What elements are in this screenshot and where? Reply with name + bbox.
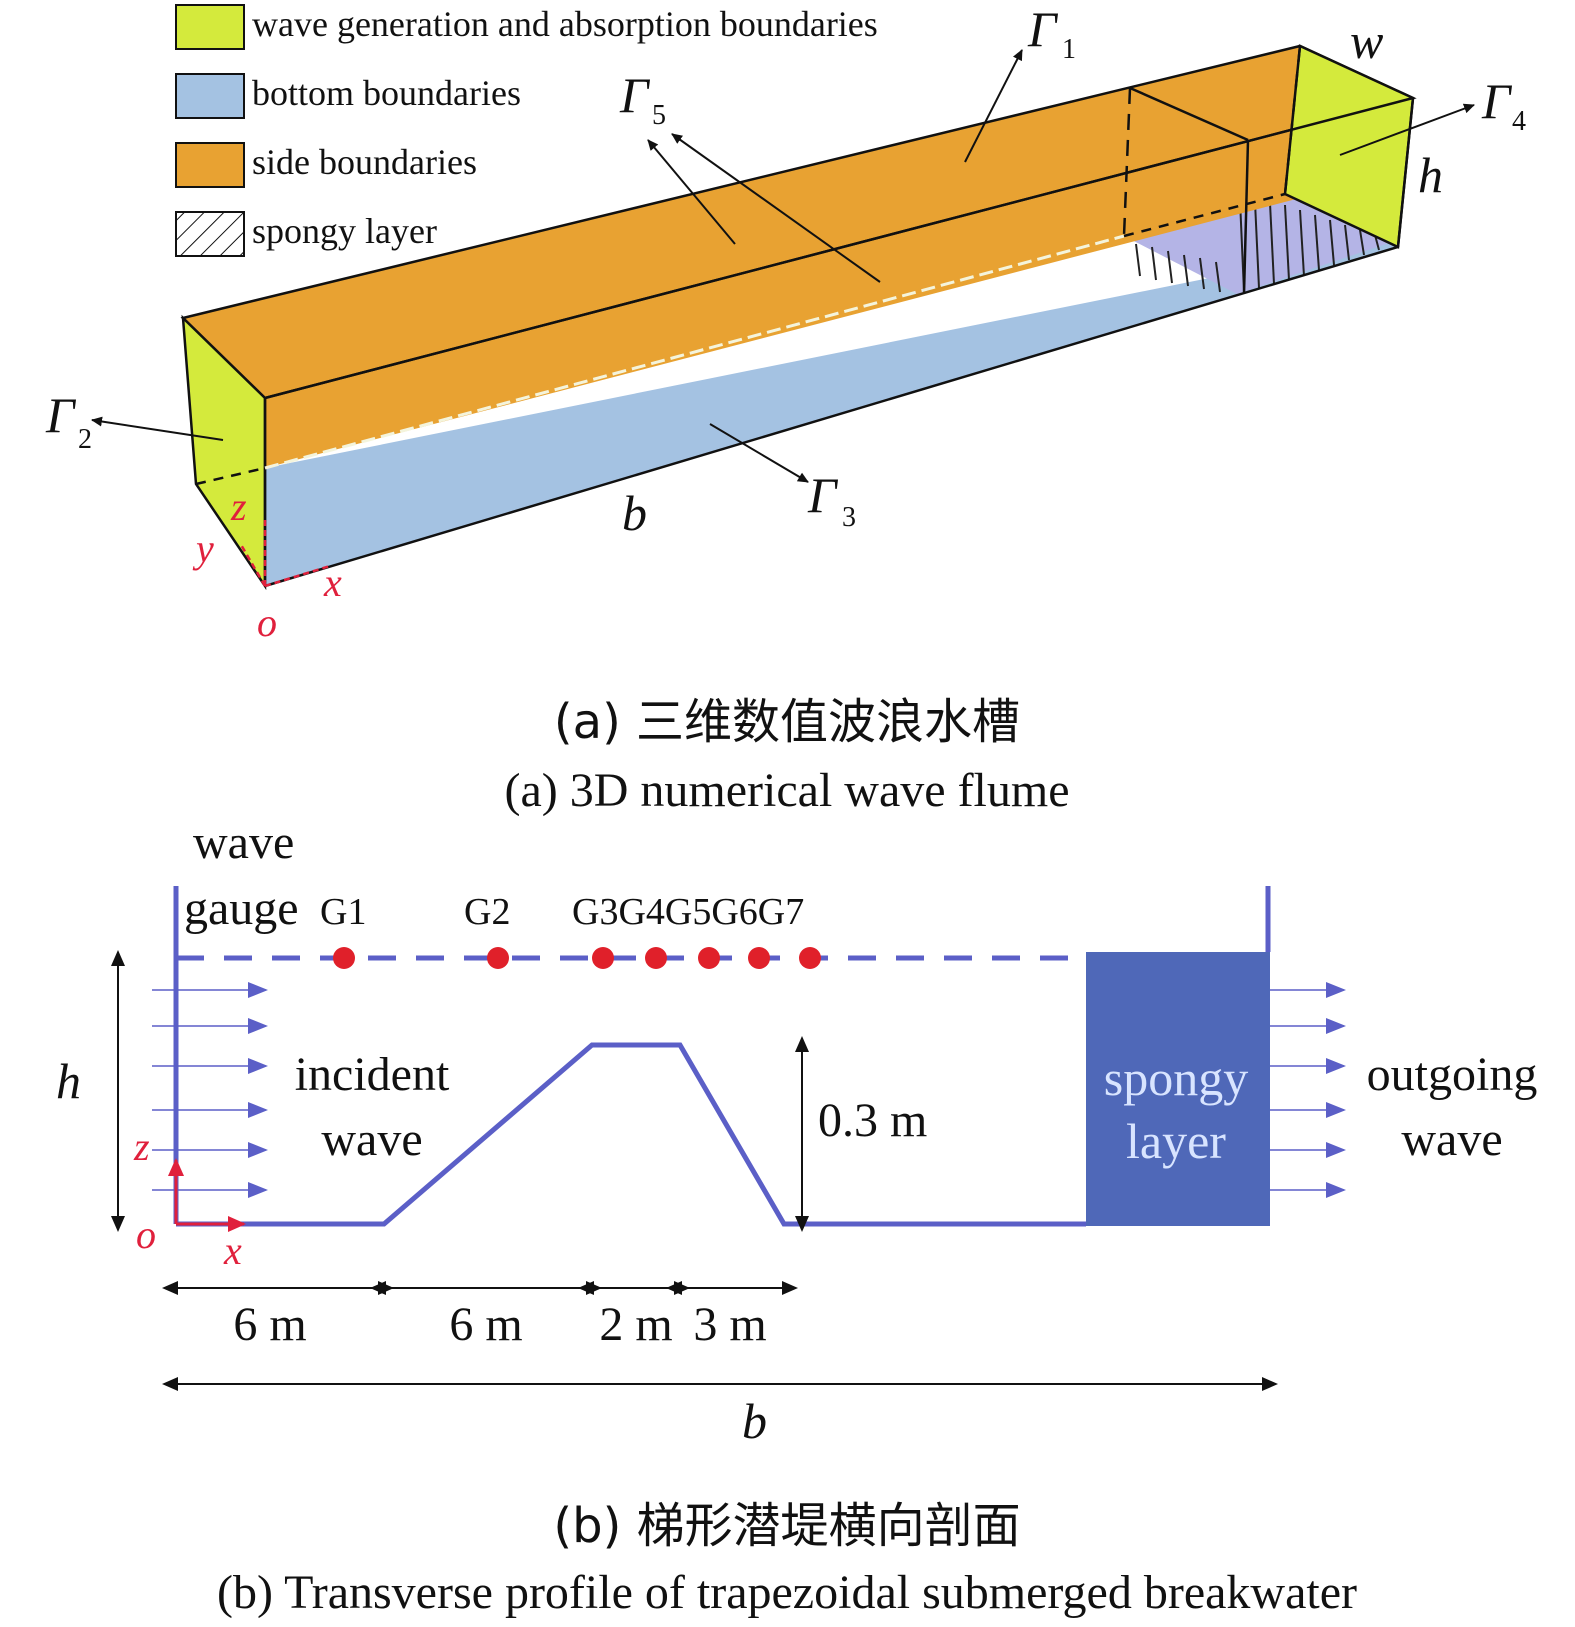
wave-gauge-label-2: gauge [184, 882, 299, 935]
sponge-block [1086, 952, 1270, 1226]
bottom-face [265, 240, 1398, 586]
svg-text:3: 3 [842, 502, 856, 533]
axis-o-2d: o [136, 1212, 156, 1257]
axis-y-3d: y [192, 526, 214, 571]
gauge-g5 [698, 947, 720, 969]
legend-swatch-wave [175, 4, 245, 50]
gamma-3-label: Γ 3 [807, 467, 856, 533]
dim-w: w [1350, 13, 1383, 69]
dim-h-2d: h [56, 1053, 81, 1109]
outgoing-label-1: outgoing [1367, 1048, 1538, 1101]
dim-seg-1: 6 m [233, 1298, 306, 1351]
sponge-label-1: spongy [1104, 1050, 1248, 1106]
caption-b-cn: (b) 梯形潜堤横向剖面 [553, 1498, 1020, 1554]
axis-x-2d: x [223, 1228, 242, 1273]
gamma-1-label: Γ 1 [1027, 1, 1076, 65]
svg-text:Γ: Γ [45, 387, 77, 443]
axis-z-3d: z [230, 484, 247, 529]
svg-text:5: 5 [652, 100, 666, 131]
gamma-leaders [91, 49, 1475, 483]
svg-text:Γ: Γ [1027, 1, 1059, 57]
legend-swatch-bottom [175, 73, 245, 119]
gamma-4-label: Γ 4 [1481, 73, 1526, 137]
flume-edges [195, 45, 1415, 588]
legend-label-bottom: bottom boundaries [252, 73, 521, 113]
gauge-label-g1: G1 [320, 891, 366, 933]
wave-gauge-label-1: wave [193, 816, 294, 869]
svg-text:1: 1 [1062, 34, 1076, 65]
svg-text:2: 2 [78, 424, 92, 455]
caption-b-en: (b) Transverse profile of trapezoidal su… [217, 1566, 1357, 1619]
gamma-5-label: Γ 5 [619, 67, 666, 131]
panel-b-profile: spongy layer wave gauge G1 G2 G3G4G5G6G7 [56, 816, 1537, 1449]
dim-seg-3: 2 m [599, 1298, 672, 1351]
gauge-g3 [592, 947, 614, 969]
gauge-g2 [487, 947, 509, 969]
gauge-g4 [645, 947, 667, 969]
dim-height-label: 0.3 m [818, 1094, 927, 1147]
svg-text:Γ: Γ [1481, 73, 1513, 129]
svg-text:Γ: Γ [807, 467, 839, 523]
caption-a-cn: (a) 三维数值波浪水槽 [554, 694, 1020, 750]
dim-seg-4: 3 m [693, 1298, 766, 1351]
gamma-2-label: Γ 2 [45, 387, 92, 455]
incident-arrows [152, 982, 268, 1198]
sponge-label-2: layer [1126, 1113, 1226, 1169]
wave-gauges [333, 947, 821, 969]
gauge-g1 [333, 947, 355, 969]
dim-h-3d: h [1418, 147, 1443, 203]
axis-x-3d: x [323, 560, 342, 605]
axes-3d [238, 520, 331, 588]
svg-text:4: 4 [1512, 106, 1526, 137]
caption-a-en: (a) 3D numerical wave flume [504, 764, 1069, 817]
legend-label-side: side boundaries [252, 142, 477, 182]
gauge-g6 [748, 947, 770, 969]
panel-a-flume: z y x o w h b Γ 1 Γ 2 Γ 3 Γ 4 [45, 1, 1526, 645]
outgoing-label-2: wave [1401, 1113, 1502, 1166]
horizontal-dims [162, 1281, 1278, 1391]
legend-swatch-sponge [175, 211, 245, 257]
legend-label-sponge: spongy layer [252, 211, 437, 251]
dim-b-2d: b [742, 1393, 767, 1449]
gauge-label-g3-g7: G3G4G5G6G7 [572, 891, 804, 933]
svg-text:Γ: Γ [619, 67, 651, 123]
incident-label-1: incident [295, 1048, 450, 1101]
legend: wave generation and absorption boundarie… [175, 4, 878, 257]
axis-o-3d: o [257, 600, 277, 645]
legend-swatch-side [175, 142, 245, 188]
dim-seg-2: 6 m [449, 1298, 522, 1351]
axis-z-2d: z [133, 1124, 150, 1169]
gauge-label-g2: G2 [464, 891, 510, 933]
gauge-g7 [799, 947, 821, 969]
legend-label-wave: wave generation and absorption boundarie… [252, 4, 878, 44]
incident-label-2: wave [321, 1113, 422, 1166]
outgoing-arrows [1270, 982, 1346, 1198]
dim-b-3d: b [622, 485, 647, 541]
